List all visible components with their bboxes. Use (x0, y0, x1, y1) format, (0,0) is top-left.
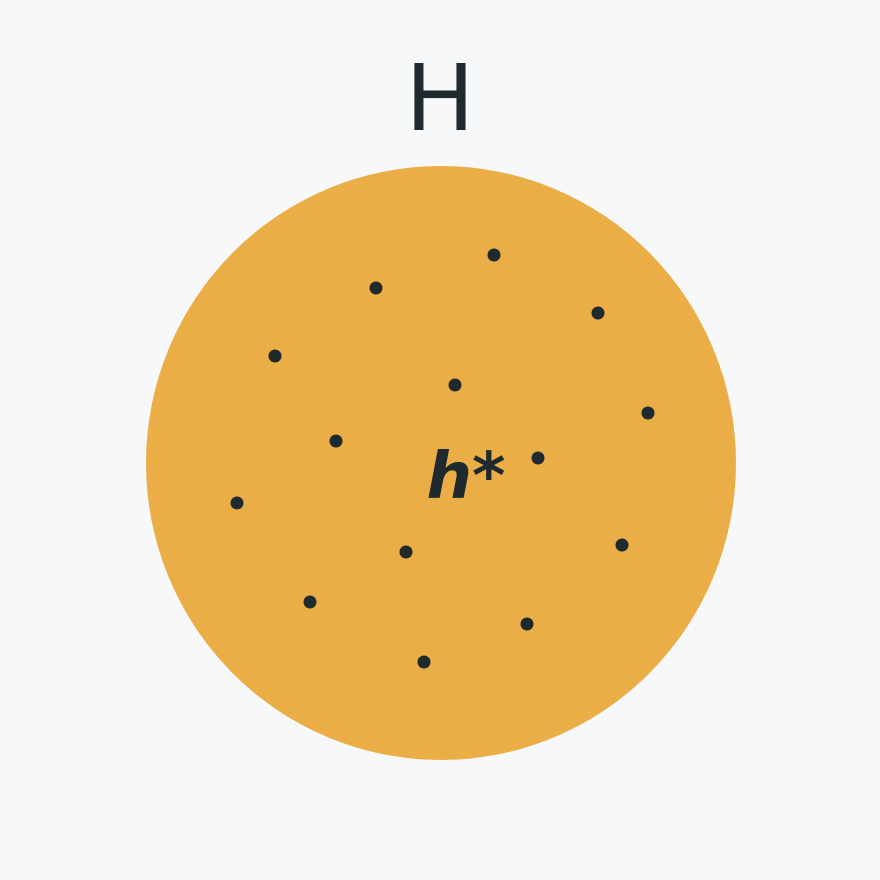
point (531, 451, 545, 465)
point (417, 655, 431, 669)
point (303, 595, 317, 609)
point (641, 406, 655, 420)
point (329, 434, 343, 448)
point (487, 248, 501, 262)
point (268, 349, 282, 363)
point (615, 538, 629, 552)
point (369, 281, 383, 295)
points-group (230, 248, 655, 669)
hypothesis-set-circle (146, 166, 736, 760)
point (520, 617, 534, 631)
point (399, 545, 413, 559)
optimal-hypothesis-label: h* (426, 440, 505, 514)
point (591, 306, 605, 320)
point (448, 378, 462, 392)
set-label: H (405, 45, 475, 152)
point (230, 496, 244, 510)
